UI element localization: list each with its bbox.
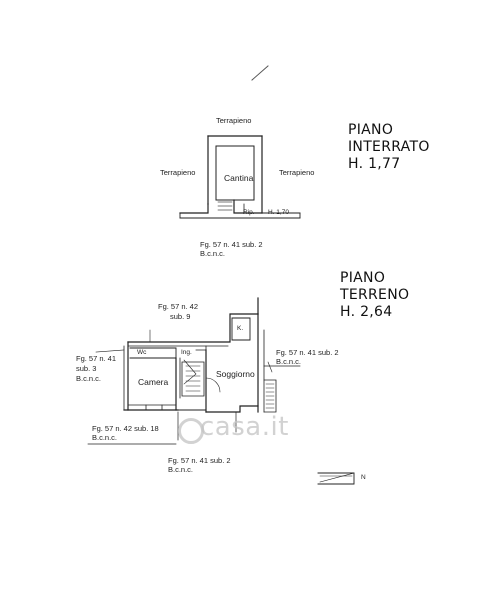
ground-bottom-line1: Fg. 57 n. 41 sub. 2: [168, 456, 231, 465]
ground-right-line1: Fg. 57 n. 41 sub. 2: [276, 348, 339, 357]
watermark-logo-icon: [178, 418, 204, 444]
room-cantina: Cantina: [224, 173, 254, 183]
ground-floor-plan: [87, 297, 301, 445]
ground-heading-line3: H. 2,64: [340, 304, 393, 320]
ground-top-line1: Fg. 57 n. 42: [158, 302, 199, 311]
room-kitchen: K.: [237, 325, 244, 332]
room-ingresso: Ing.: [181, 349, 192, 356]
basement-label-top: Terrapieno: [216, 116, 252, 125]
basement-rip-label: Rip.: [243, 209, 255, 216]
ground-right-line2: B.c.n.c.: [276, 357, 302, 366]
basement-heading-line3: H. 1,77: [348, 156, 401, 172]
basement-cadastral-line1: Fg. 57 n. 41 sub. 2: [200, 240, 263, 249]
ground-heading-line2: TERRENO: [340, 287, 410, 303]
basement-height-note: H. 1,70: [268, 209, 289, 216]
room-soggiorno: Soggiorno: [216, 369, 255, 379]
room-camera: Camera: [138, 377, 169, 387]
room-wc: Wc: [137, 349, 147, 356]
ground-left-line1: Fg. 57 n. 41: [76, 354, 117, 363]
ground-mid-line2: B.c.n.c.: [92, 433, 118, 442]
ground-left-line2: sub. 3: [76, 364, 97, 373]
basement-label-left: Terrapieno: [160, 168, 196, 177]
ground-heading-line1: PIANO: [340, 270, 386, 286]
basement-heading-line2: INTERRATO: [348, 139, 430, 155]
basement-plan: [179, 135, 301, 219]
ground-left-line3: B.c.n.c.: [76, 374, 102, 383]
ground-mid-line1: Fg. 57 n. 42 sub. 18: [92, 424, 159, 433]
basement-heading-line1: PIANO: [348, 122, 394, 138]
ground-bottom-line2: B.c.n.c.: [168, 465, 194, 474]
scan-mark: [251, 65, 269, 81]
north-arrow: [317, 472, 355, 485]
basement-label-right: Terrapieno: [279, 168, 315, 177]
ground-top-line2: sub. 9: [170, 312, 191, 321]
basement-cadastral-line2: B.c.n.c.: [200, 249, 226, 258]
watermark: casa.it: [200, 412, 289, 442]
north-label: N: [361, 474, 366, 481]
